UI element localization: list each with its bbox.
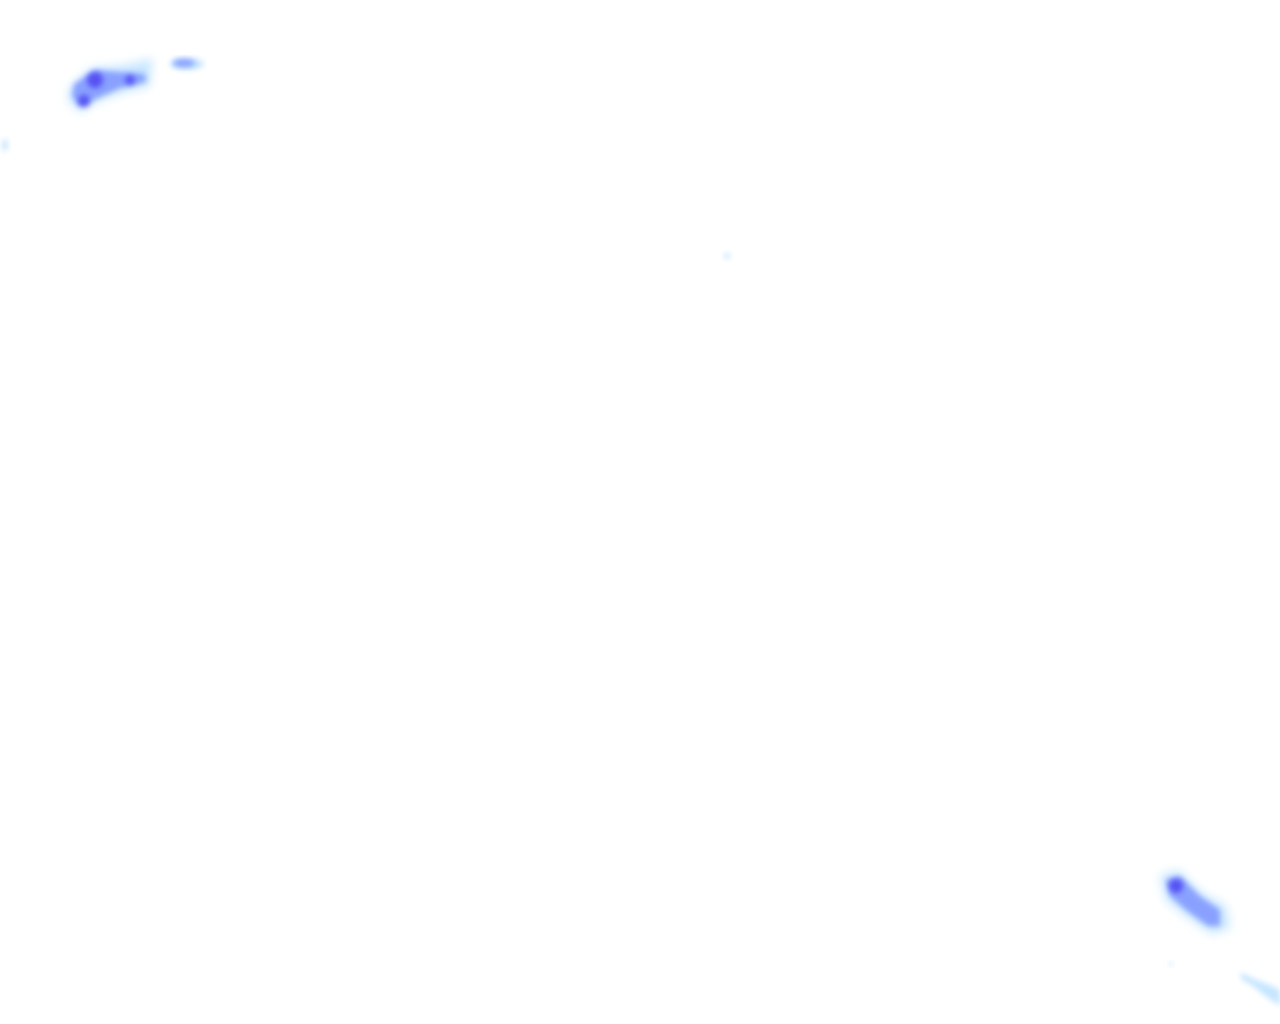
precip-cell-southeast <box>1160 870 1230 934</box>
precip-cell-northwest <box>68 58 152 112</box>
precip-speck-center <box>724 253 730 259</box>
precip-cell-north <box>170 58 204 70</box>
precip-speck-west <box>2 139 8 151</box>
precip-cell-southeast-edge <box>1169 962 1280 1006</box>
